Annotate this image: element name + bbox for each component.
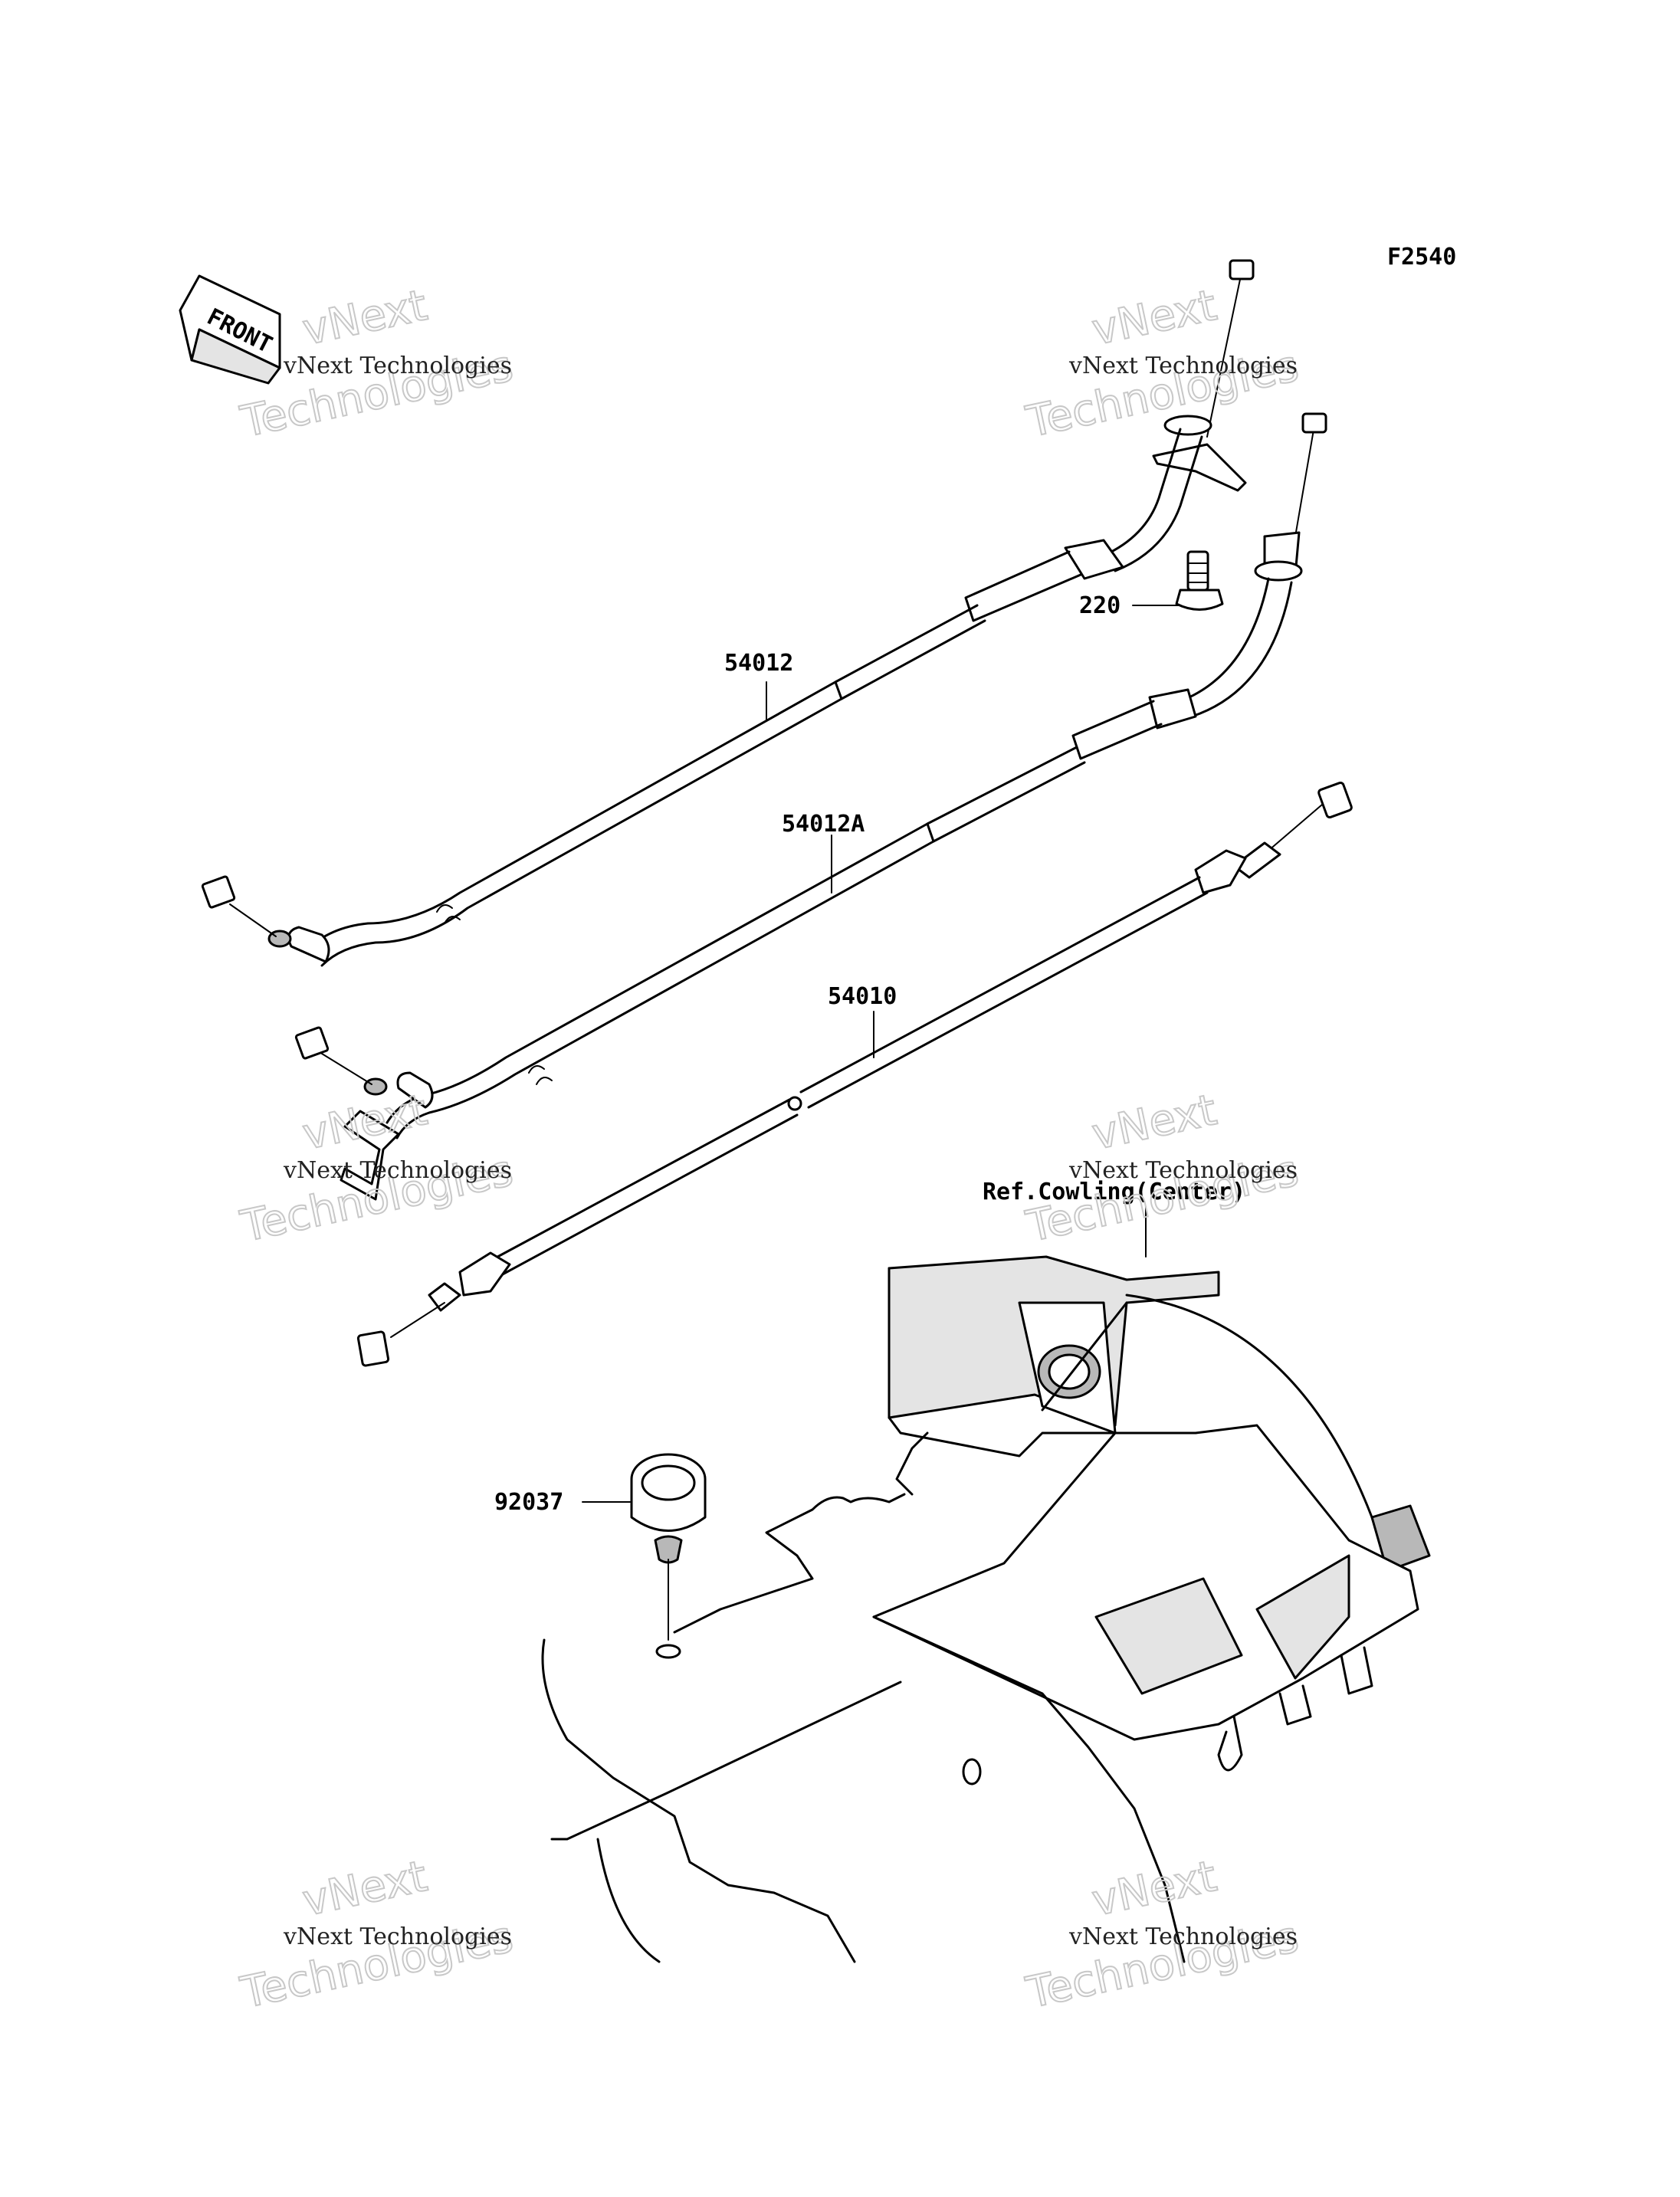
svg-text:vNext: vNext [298,1085,431,1160]
cable-54012 [201,259,1255,967]
svg-text:vNext Technologies: vNext Technologies [1068,1923,1298,1950]
cowling-center [541,1255,1431,1963]
figure-code: F2540 [1387,244,1456,271]
svg-text:vNext: vNext [298,1851,431,1926]
svg-text:vNext Technologies: vNext Technologies [283,1157,512,1184]
watermark-mid-right: vNext Technologies vNext Technologies [1021,1084,1303,1253]
callout-54012: 54012 [724,650,793,677]
svg-text:vNext: vNext [1088,1085,1221,1160]
svg-text:vNext Technologies: vNext Technologies [1068,353,1298,379]
svg-text:vNext Technologies: vNext Technologies [1068,1157,1298,1184]
watermark-bottom-right: vNext Technologies vNext Technologies [1021,1851,1303,2019]
callout-54012a: 54012A [782,811,865,838]
clamp-92037 [630,1453,707,1659]
cable-54012a [294,412,1327,1201]
callout-54010: 54010 [828,983,897,1010]
bolt-220 [1175,550,1224,611]
svg-text:vNext: vNext [1088,1851,1221,1926]
svg-text:vNext: vNext [1088,280,1221,356]
svg-text:vNext Technologies: vNext Technologies [283,1923,512,1950]
watermark-top-right: vNext Technologies vNext Technologies [1021,280,1303,448]
watermark-bottom-left: vNext Technologies vNext Technologies [235,1851,517,2019]
cable-54010 [356,781,1353,1367]
watermark-mid-left: vNext Technologies vNext Technologies [235,1084,517,1253]
callout-ref-cowling: Ref.Cowling(Center) [983,1179,1245,1205]
svg-text:vNext: vNext [298,280,431,356]
front-arrow-icon: FRONT [179,274,281,385]
callout-220: 220 [1079,592,1121,619]
svg-text:vNext Technologies: vNext Technologies [283,353,512,379]
callout-92037: 92037 [494,1489,563,1516]
